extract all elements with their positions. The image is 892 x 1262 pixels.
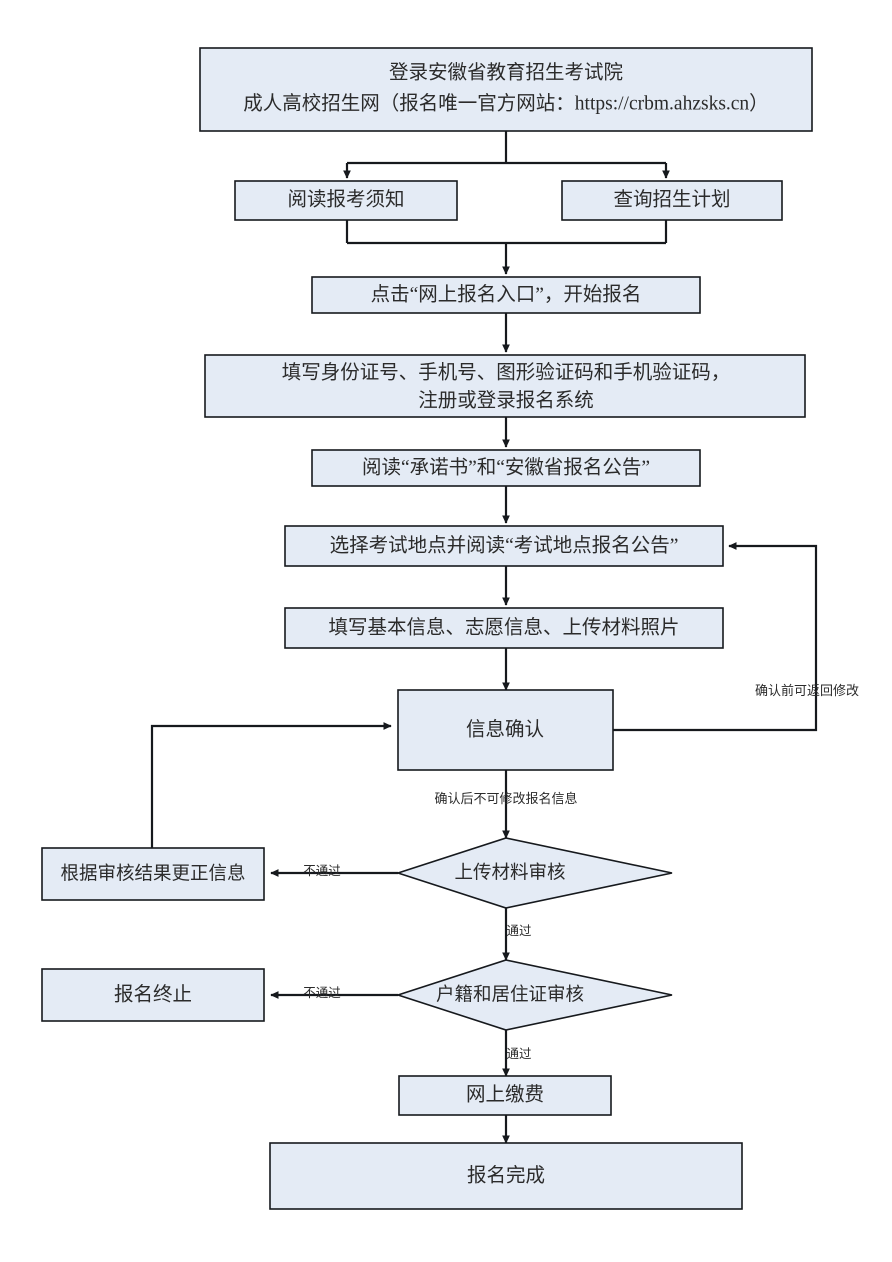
node-correct-info[interactable]: 根据审核结果更正信息 — [41, 847, 265, 901]
edges-layer — [150, 131, 818, 1144]
node-confirm-info-label: 信息确认 — [466, 718, 544, 740]
node-read-notice-shape — [234, 180, 458, 221]
node-read-commitment-label: 阅读“承诺书”和“安徽省报名公告” — [362, 456, 650, 478]
node-material-review-shape — [395, 837, 673, 909]
node-read-commitment[interactable]: 阅读“承诺书”和“安徽省报名公告” — [311, 449, 701, 487]
edge-label-residence-pass: 通过 — [506, 1047, 532, 1061]
nodes-layer: 登录安徽省教育招生考试院 成人高校招生网（报名唯一官方网站：https://cr… — [41, 47, 813, 1210]
node-click-entry-label: 点击“网上报名入口”，开始报名 — [371, 283, 642, 305]
node-choose-site[interactable]: 选择考试地点并阅读“考试地点报名公告” — [284, 525, 724, 567]
node-registration-stopped-shape — [41, 968, 265, 1022]
node-online-payment[interactable]: 网上缴费 — [398, 1075, 612, 1116]
node-fill-identity-line-2: 注册或登录报名系统 — [418, 389, 594, 411]
node-start-shape — [199, 47, 813, 132]
node-fill-identity[interactable]: 填写身份证号、手机号、图形验证码和手机验证码， 注册或登录报名系统 — [204, 354, 806, 418]
edge-confirm-back-to-choose-site — [613, 542, 818, 732]
node-query-plan-shape — [561, 180, 783, 221]
node-online-payment-shape — [398, 1075, 612, 1116]
node-query-plan[interactable]: 查询招生计划 — [561, 180, 783, 221]
node-material-review-label: 上传材料审核 — [454, 862, 565, 883]
edge-label-material-pass: 通过 — [506, 924, 532, 938]
edge-label-residence-fail: 不通过 — [303, 986, 341, 1000]
node-start-line-1: 登录安徽省教育招生考试院 — [389, 61, 623, 83]
node-fill-info[interactable]: 填写基本信息、志愿信息、上传材料照片 — [284, 607, 724, 649]
node-fill-identity-shape — [204, 354, 806, 418]
node-material-review[interactable]: 上传材料审核 — [395, 837, 673, 909]
node-confirm-info-shape — [397, 689, 614, 771]
node-correct-info-shape — [41, 847, 265, 901]
node-choose-site-label: 选择考试地点并阅读“考试地点报名公告” — [330, 534, 679, 556]
edge-label-no-change-after-confirm: 确认后不可修改报名信息 — [434, 791, 577, 806]
node-click-entry[interactable]: 点击“网上报名入口”，开始报名 — [311, 276, 701, 314]
node-residence-review-shape — [395, 959, 673, 1031]
node-registration-done-label: 报名完成 — [467, 1164, 545, 1186]
node-registration-done[interactable]: 报名完成 — [269, 1142, 743, 1210]
node-registration-stopped[interactable]: 报名终止 — [41, 968, 265, 1022]
node-fill-info-shape — [284, 607, 724, 649]
node-read-notice-label: 阅读报考须知 — [287, 188, 404, 210]
node-choose-site-shape — [284, 525, 724, 567]
node-confirm-info[interactable]: 信息确认 — [397, 689, 614, 771]
node-online-payment-label: 网上缴费 — [466, 1083, 544, 1105]
node-query-plan-label: 查询招生计划 — [613, 188, 730, 210]
node-read-commitment-shape — [311, 449, 701, 487]
node-fill-info-label: 填写基本信息、志愿信息、上传材料照片 — [328, 616, 679, 638]
node-registration-stopped-label: 报名终止 — [114, 983, 192, 1005]
edge-correct-info-to-confirm-info — [150, 722, 392, 848]
edge-label-material-fail: 不通过 — [303, 864, 341, 878]
node-residence-review-label: 户籍和居住证审核 — [436, 984, 584, 1005]
node-fill-identity-line-1: 填写身份证号、手机号、图形验证码和手机验证码， — [282, 361, 731, 383]
node-click-entry-shape — [311, 276, 701, 314]
node-start-line-2: 成人高校招生网（报名唯一官方网站：https://crbm.ahzsks.cn） — [243, 92, 768, 114]
edge-label-return-before-confirm: 确认前可返回修改 — [755, 683, 859, 698]
node-start[interactable]: 登录安徽省教育招生考试院 成人高校招生网（报名唯一官方网站：https://cr… — [199, 47, 813, 132]
node-read-notice[interactable]: 阅读报考须知 — [234, 180, 458, 221]
edge-labels-layer: 确认前可返回修改 确认后不可修改报名信息 不通过 通过 不通过 通过 — [303, 683, 859, 1061]
node-correct-info-label: 根据审核结果更正信息 — [60, 863, 245, 884]
node-residence-review[interactable]: 户籍和居住证审核 — [395, 959, 673, 1031]
node-registration-done-shape — [269, 1142, 743, 1210]
